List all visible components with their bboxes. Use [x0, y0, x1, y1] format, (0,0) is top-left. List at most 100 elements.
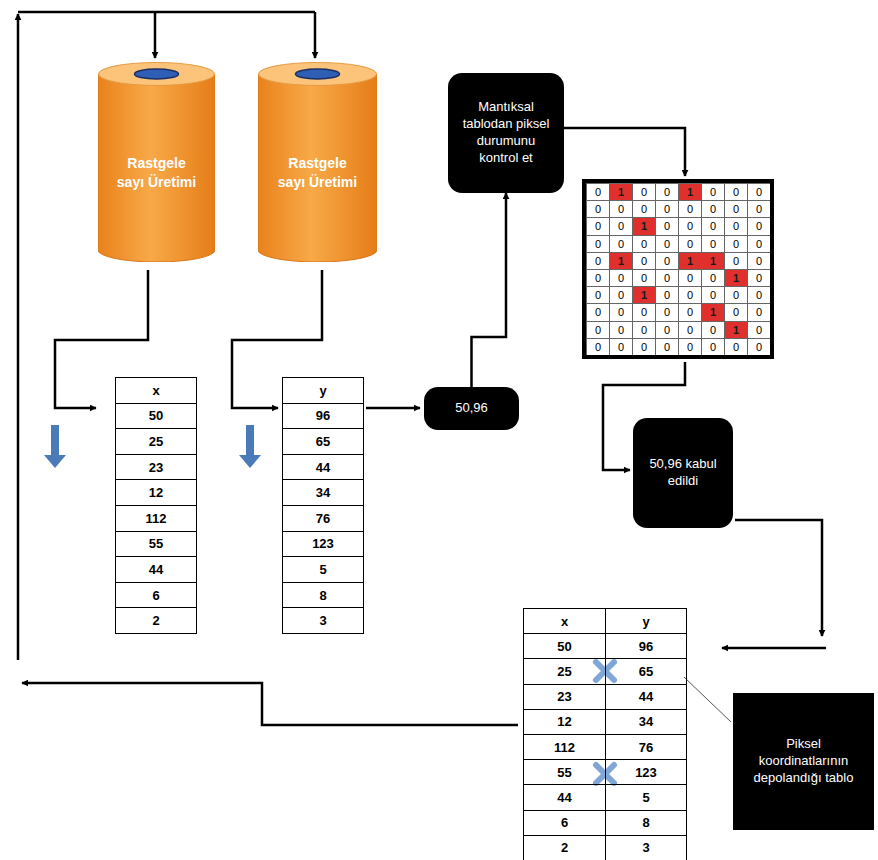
node-text: Mantıksal tablodan piksel durumunu kontr…: [458, 99, 554, 167]
down-arrow-symbol: [44, 425, 66, 468]
grid-cell: 0: [632, 200, 656, 218]
table-cell: 5: [605, 784, 687, 810]
table-cell: 76: [605, 734, 687, 760]
node-text-group: 50,96 kabul edildi: [643, 456, 723, 490]
grid-cell: 0: [747, 200, 771, 218]
grid-cell: 0: [678, 235, 702, 253]
table-cell: 50: [115, 403, 197, 430]
table-cell: 34: [605, 709, 687, 735]
grid-cell: 0: [632, 338, 656, 356]
table-cell: 76: [282, 505, 364, 532]
grid-cell: 0: [609, 286, 633, 304]
table-cell: 6: [115, 582, 197, 609]
grid-cell: 0: [747, 286, 771, 304]
grid-cell: 0: [724, 286, 748, 304]
table-cell: 44: [605, 684, 687, 710]
table-cell: 25: [523, 658, 606, 684]
table-cell: x: [115, 377, 197, 404]
leader-line: [684, 677, 731, 722]
table-cell: 112: [523, 734, 606, 760]
grid-cell: 0: [655, 269, 679, 287]
table-cell: y: [605, 608, 687, 634]
grid-cell: 0: [678, 303, 702, 321]
grid-cell: 0: [701, 269, 725, 287]
grid-cell: 0: [632, 269, 656, 287]
node-text: Rastgele sayı Üretimi: [114, 154, 200, 192]
table-cell: 2: [115, 607, 197, 634]
grid-cell: 0: [747, 252, 771, 270]
table-cell: 23: [115, 454, 197, 481]
flow-arrow: [722, 647, 826, 650]
grid-cell: 0: [747, 338, 771, 356]
grid-cell: 1: [609, 252, 633, 270]
table-cell: 44: [115, 556, 197, 583]
flow-arrow: [735, 520, 822, 636]
table-cell: 5: [282, 556, 364, 583]
grid-cell: 1: [701, 252, 725, 270]
grid-cell: 1: [609, 183, 633, 201]
table-cell: 6: [523, 810, 606, 836]
process-box: Mantıksal tablodan piksel durumunu kontr…: [448, 73, 564, 193]
grid-cell: 1: [678, 183, 702, 201]
table-cell: 34: [282, 479, 364, 506]
flow-arrow: [366, 407, 420, 410]
grid-cell: 0: [655, 235, 679, 253]
table-cell: 96: [282, 403, 364, 430]
table-cell: 12: [523, 709, 606, 735]
grid-cell: 0: [724, 252, 748, 270]
generator-cylinder: Rastgele sayı Üretimi: [258, 62, 377, 262]
grid-cell: 0: [632, 235, 656, 253]
grid-cell: 0: [609, 303, 633, 321]
grid-cell: 0: [586, 200, 610, 218]
loop-line: [18, 11, 315, 14]
grid-cell: 0: [724, 303, 748, 321]
grid-cell: 0: [678, 269, 702, 287]
loop-arrow: [22, 683, 518, 725]
grid-cell: 0: [724, 235, 748, 253]
table-cell: 3: [282, 607, 364, 634]
grid-cell: 0: [747, 269, 771, 287]
flow-arrow: [232, 270, 322, 408]
grid-cell: 0: [609, 200, 633, 218]
grid-cell: 0: [747, 183, 771, 201]
grid-cell: 1: [724, 269, 748, 287]
grid-cell: 0: [586, 235, 610, 253]
grid-cell: 0: [609, 235, 633, 253]
grid-cell: 0: [701, 200, 725, 218]
grid-cell: 0: [678, 200, 702, 218]
table-cell: 44: [523, 784, 606, 810]
grid-cell: 0: [747, 217, 771, 235]
table-cell: 3: [605, 835, 687, 860]
table-cell: 123: [605, 759, 687, 785]
grid-cell: 0: [701, 321, 725, 339]
generator-cylinder: Rastgele sayı Üretimi: [98, 62, 215, 262]
flow-arrow: [564, 128, 685, 176]
grid-cell: 1: [678, 252, 702, 270]
grid-cell: 1: [632, 217, 656, 235]
grid-cell: 0: [586, 321, 610, 339]
grid-cell: 0: [655, 200, 679, 218]
table-cell: 25: [115, 428, 197, 455]
table-cell: 12: [115, 479, 197, 506]
grid-cell: 0: [655, 252, 679, 270]
grid-cell: 0: [678, 338, 702, 356]
table-cell: x: [523, 608, 606, 634]
grid-cell: 0: [586, 217, 610, 235]
grid-cell: 0: [655, 321, 679, 339]
grid-cell: 0: [724, 338, 748, 356]
node-text: Piksel koordinatlarının depolandığı tabl…: [743, 736, 864, 787]
grid-cell: 0: [609, 217, 633, 235]
flow-arrow: [472, 193, 507, 387]
grid-cell: 0: [609, 338, 633, 356]
grid-cell: 0: [747, 235, 771, 253]
grid-cell: 0: [632, 183, 656, 201]
grid-cell: 0: [678, 217, 702, 235]
result-box: 50,96 kabul edildi: [633, 418, 733, 528]
table-cell: 65: [605, 658, 687, 684]
grid-cell: 0: [632, 252, 656, 270]
grid-cell: 0: [701, 217, 725, 235]
table-cell: 96: [605, 633, 687, 659]
table-cell: 55: [523, 759, 606, 785]
table-cell: 55: [115, 531, 197, 558]
flow-arrow: [154, 12, 157, 58]
